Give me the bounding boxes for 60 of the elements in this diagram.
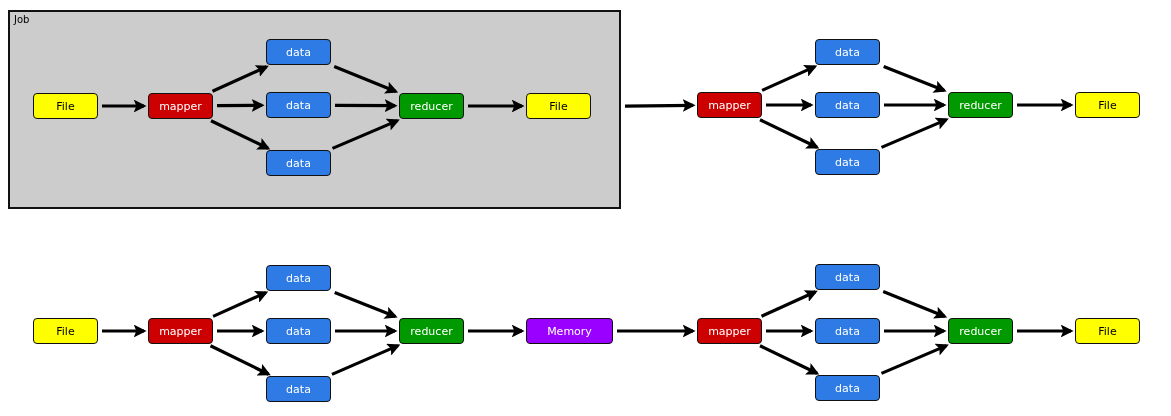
job-group-box	[8, 10, 621, 209]
data-box: data	[266, 150, 331, 176]
arrow	[468, 324, 525, 338]
arrow	[880, 117, 949, 149]
mapper-box: mapper	[148, 318, 213, 344]
arrow	[333, 65, 399, 94]
reducer-box: reducer	[399, 93, 464, 119]
arrow	[334, 290, 398, 319]
data-box: data	[815, 92, 880, 118]
data-box: data	[266, 92, 331, 118]
arrow	[882, 290, 948, 319]
arrow	[468, 99, 525, 113]
arrow	[1017, 98, 1074, 112]
file-box: File	[526, 93, 591, 119]
arrow	[761, 64, 818, 92]
arrow	[884, 324, 947, 338]
arrow	[766, 98, 814, 112]
arrow	[625, 99, 696, 112]
arrow	[331, 343, 401, 376]
reducer-box: reducer	[399, 318, 464, 344]
arrow	[212, 290, 269, 318]
file-box: File	[33, 318, 98, 344]
data-box: data	[815, 39, 880, 65]
arrow	[759, 118, 820, 149]
data-box: data	[266, 318, 331, 344]
arrow	[209, 344, 271, 376]
data-box: data	[815, 375, 880, 401]
arrow	[883, 64, 947, 93]
arrow	[760, 290, 818, 318]
group-title: Job	[14, 14, 30, 25]
reducer-box: reducer	[948, 318, 1013, 344]
file-box: File	[1075, 318, 1140, 344]
arrow	[759, 344, 820, 375]
arrow	[211, 65, 269, 93]
file-box: File	[33, 93, 98, 119]
data-box: data	[815, 264, 880, 290]
arrow	[217, 99, 265, 112]
mapper-box: mapper	[148, 93, 213, 119]
arrow	[102, 324, 147, 338]
arrow	[102, 99, 147, 113]
arrow	[217, 324, 265, 338]
arrow	[1017, 324, 1074, 338]
arrow	[766, 324, 814, 338]
mapper-box: mapper	[697, 92, 762, 118]
data-box: data	[815, 318, 880, 344]
arrow	[884, 98, 947, 112]
reducer-box: reducer	[948, 92, 1013, 118]
file-box: File	[1075, 92, 1140, 118]
data-box: data	[266, 39, 331, 65]
arrow	[210, 119, 271, 150]
data-box: data	[815, 149, 880, 175]
arrow	[880, 343, 949, 375]
arrow	[335, 324, 398, 338]
arrow	[617, 324, 696, 338]
memory-box: Memory	[526, 318, 613, 344]
mapper-box: mapper	[697, 318, 762, 344]
data-box: data	[266, 265, 331, 291]
data-box: data	[266, 376, 331, 402]
arrow	[335, 99, 398, 113]
arrow	[331, 118, 400, 150]
